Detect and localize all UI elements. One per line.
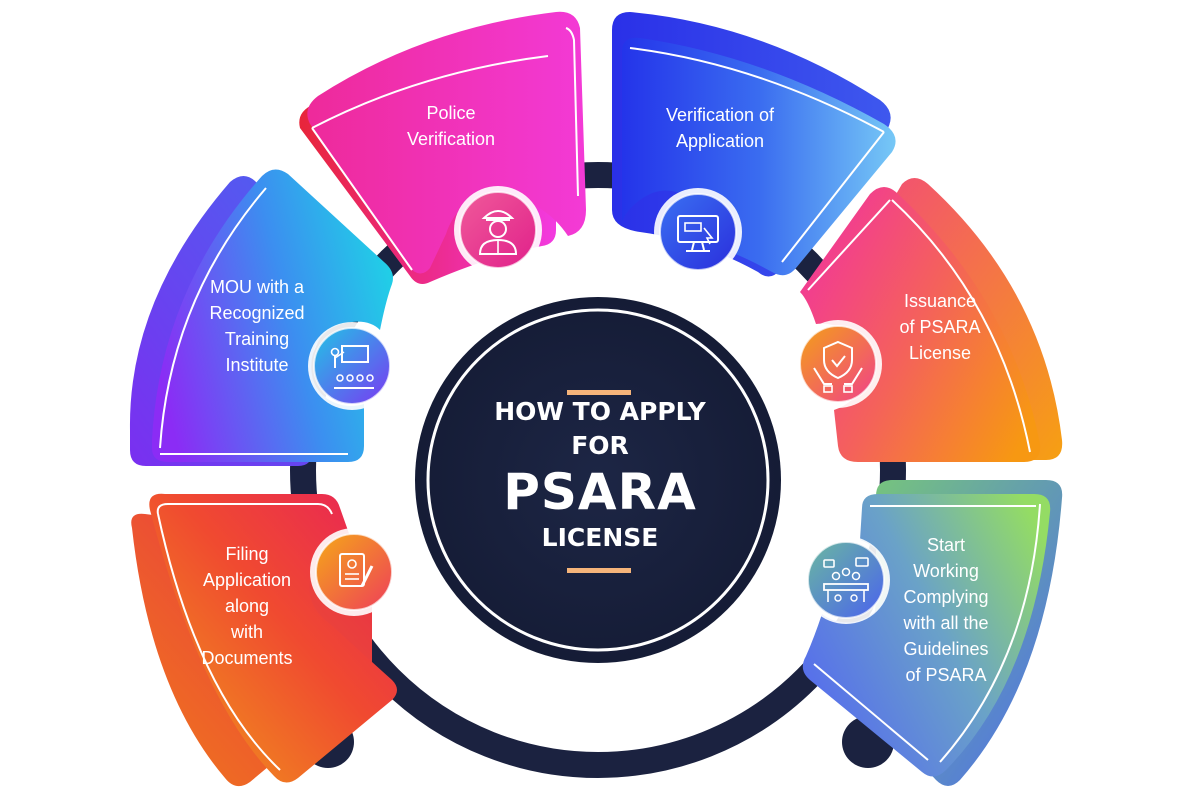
step-start: [802, 480, 1063, 786]
title-line-1: HOW TO APPLY: [494, 397, 706, 426]
title-bottom-bar: [567, 568, 631, 573]
center-badge: [408, 290, 788, 670]
title-top-bar: [567, 390, 631, 395]
step-label-issuance: Issuance of PSARA License: [899, 291, 981, 363]
police-officer-icon: [454, 186, 542, 274]
title-line-4: LICENSE: [541, 523, 659, 552]
step-label-police: Police Verification: [406, 103, 496, 149]
meeting-table-icon: [802, 536, 890, 624]
step-label-mou: MOU with a Recognized Training Institute: [209, 277, 305, 375]
center-title: HOW TO APPLY FOR PSARA LICENSE: [420, 395, 780, 555]
shield-hands-icon: [794, 320, 882, 408]
step-label-start: Start Working Complying with all the Gui…: [903, 535, 989, 685]
computer-screen-icon: [654, 188, 742, 276]
title-line-2: FOR: [571, 431, 629, 460]
step-label-verification: Verification of Application: [665, 105, 775, 151]
document-pen-icon: [310, 528, 398, 616]
step-mou: [129, 169, 393, 466]
step-label-filing: Filing Application along with Documents: [201, 544, 293, 668]
title-line-3: PSARA: [503, 463, 697, 521]
training-presentation-icon: [308, 322, 396, 410]
